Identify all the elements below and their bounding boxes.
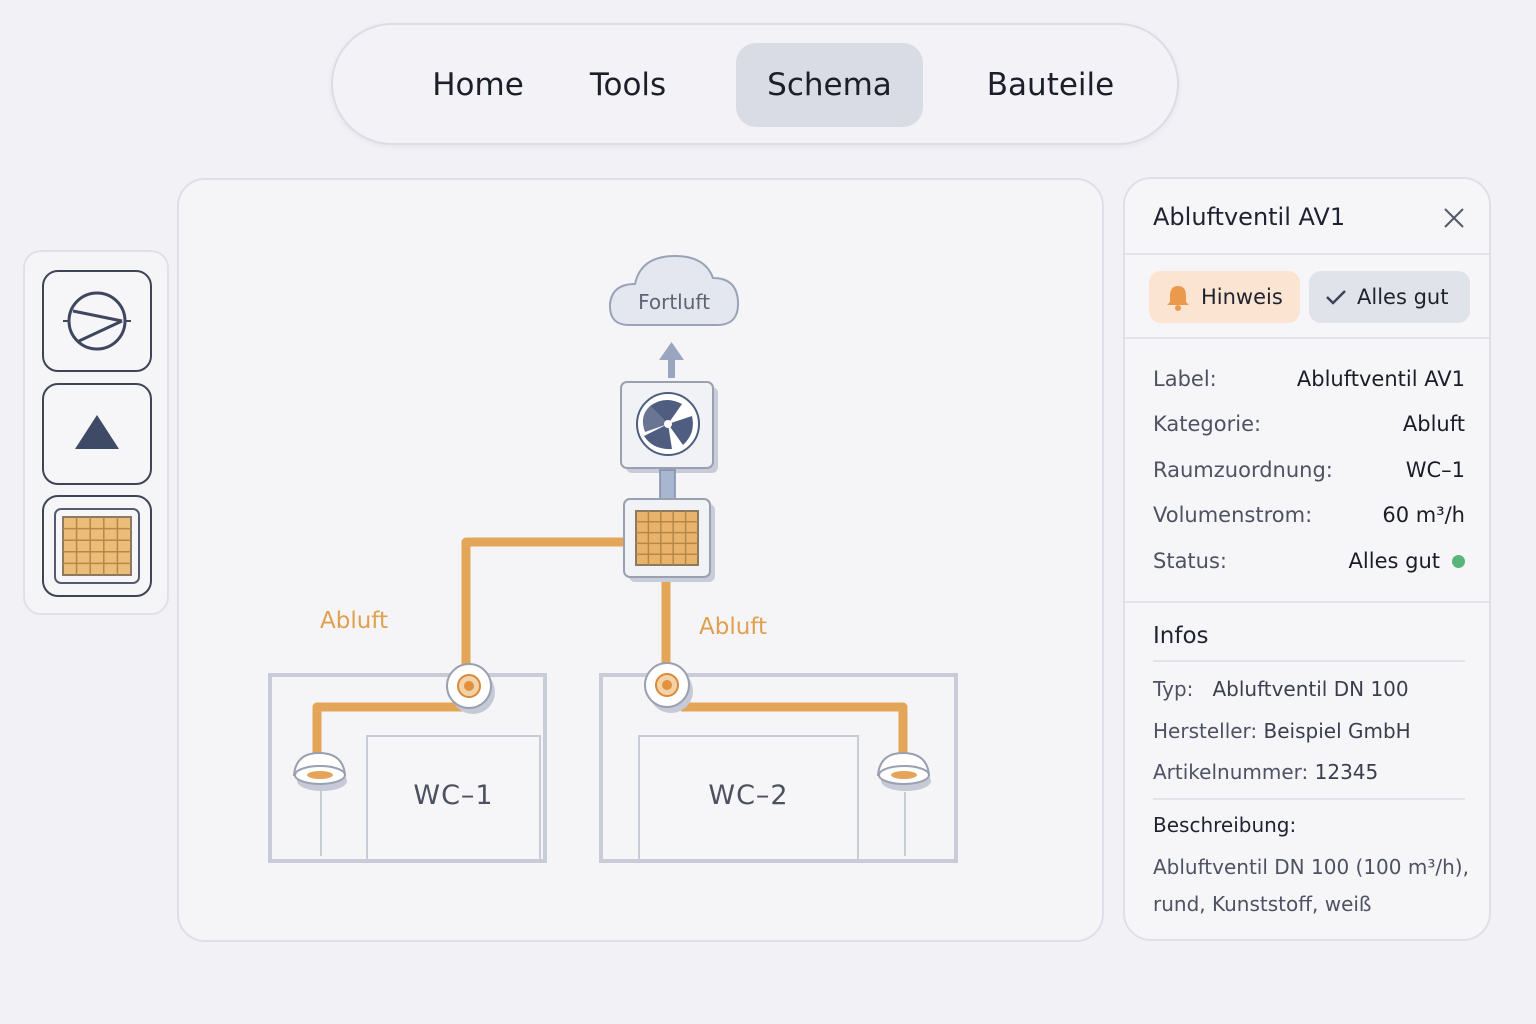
prop-key: Label: [1153,367,1217,391]
beschreibung-text: Abluftventil DN 100 (100 m³/h), rund, Ku… [1153,855,1469,916]
prop-row-kategorie: Kategorie: Abluft [1153,409,1465,439]
divider [1153,660,1465,662]
room-label-wc1: WC–1 [413,780,494,811]
tool-pump-button[interactable] [42,270,152,372]
properties-panel: Abluftventil AV1 Hinweis Alles gut Label… [1123,177,1491,941]
infos-title: Infos [1153,623,1209,649]
info-value: 12345 [1314,760,1379,784]
status-text: Alles gut [1348,549,1440,573]
schema-canvas[interactable]: Fortluft Abluft Abluft WC–1 WC–2 [177,178,1104,942]
info-value: Abluftventil DN 100 [1212,677,1409,701]
prop-key: Status: [1153,549,1227,573]
room-wc1 [268,673,547,863]
triangle-icon [75,415,119,449]
divider [1125,253,1489,255]
prop-value: 60 m³/h [1382,503,1465,527]
close-button[interactable] [1439,203,1469,233]
arrow-up-icon [659,342,684,378]
ventilation-diagram [268,254,958,863]
abluft-ducts [312,537,908,758]
prop-value: WC–1 [1405,458,1465,482]
pump-icon [63,291,131,351]
info-typ: Typ: Abluftventil DN 100 [1153,677,1409,701]
prop-key: Kategorie: [1153,412,1262,436]
hint-chip-label: Hinweis [1201,285,1283,309]
component-toolbox [23,250,169,615]
divider [1125,601,1489,603]
info-hersteller: Hersteller: Beispiel GmbH [1153,719,1411,743]
nav-home[interactable]: Home [432,67,524,103]
nav-tools[interactable]: Tools [589,67,667,103]
info-value: Beispiel GmbH [1263,719,1411,743]
info-key: Hersteller: [1153,719,1258,743]
fan-unit [620,381,718,473]
nav-schema[interactable]: Schema [736,43,923,127]
room-wc2 [599,673,958,863]
ok-chip[interactable]: Alles gut [1309,271,1470,323]
prop-row-status: Status: Alles gut [1153,546,1465,576]
beschreibung-title: Beschreibung: [1153,813,1297,837]
close-icon [1444,208,1464,228]
diffuser-wc1[interactable] [292,751,347,791]
abluft-label-left: Abluft [320,608,389,634]
info-artikelnummer: Artikelnummer: 12345 [1153,760,1378,784]
status-value: Alles gut [1349,549,1465,573]
divider [1125,337,1489,339]
prop-row-raumzuordnung: Raumzuordnung: WC–1 [1153,455,1465,485]
filter-unit [623,498,715,582]
diffuser-wc2[interactable] [876,751,931,791]
hint-chip[interactable]: Hinweis [1149,271,1300,323]
prop-value: Abluftventil AV1 [1296,367,1465,391]
fan-filter-connector [659,469,676,501]
exhaust-valve-av2[interactable] [644,662,693,713]
prop-value: Abluft [1402,412,1465,436]
prop-key: Raumzuordnung: [1153,458,1333,482]
room-label-wc2: WC–2 [708,780,789,811]
prop-row-label: Label: Abluftventil AV1 [1153,364,1465,394]
info-key: Typ: [1153,677,1194,701]
panel-title: Abluftventil AV1 [1153,203,1346,231]
prop-key: Volumenstrom: [1153,503,1313,527]
top-navigation: Home Tools Schema Bauteile [331,23,1179,145]
tool-filter-button[interactable] [42,495,152,597]
exhaust-valve-av1[interactable] [446,663,495,714]
ok-chip-label: Alles gut [1357,285,1449,309]
abluft-label-right: Abluft [699,614,768,640]
nav-bauteile[interactable]: Bauteile [986,67,1115,103]
check-icon [1326,290,1346,305]
info-key: Artikelnummer: [1153,760,1309,784]
fortluft-cloud-icon [608,254,740,326]
prop-row-volumenstrom: Volumenstrom: 60 m³/h [1153,500,1465,530]
bell-icon [1167,286,1189,311]
divider [1153,798,1465,800]
filter-grid-icon [54,508,140,584]
status-dot [1452,554,1465,568]
tool-triangle-button[interactable] [42,383,152,485]
fortluft-label: Fortluft [638,290,710,314]
